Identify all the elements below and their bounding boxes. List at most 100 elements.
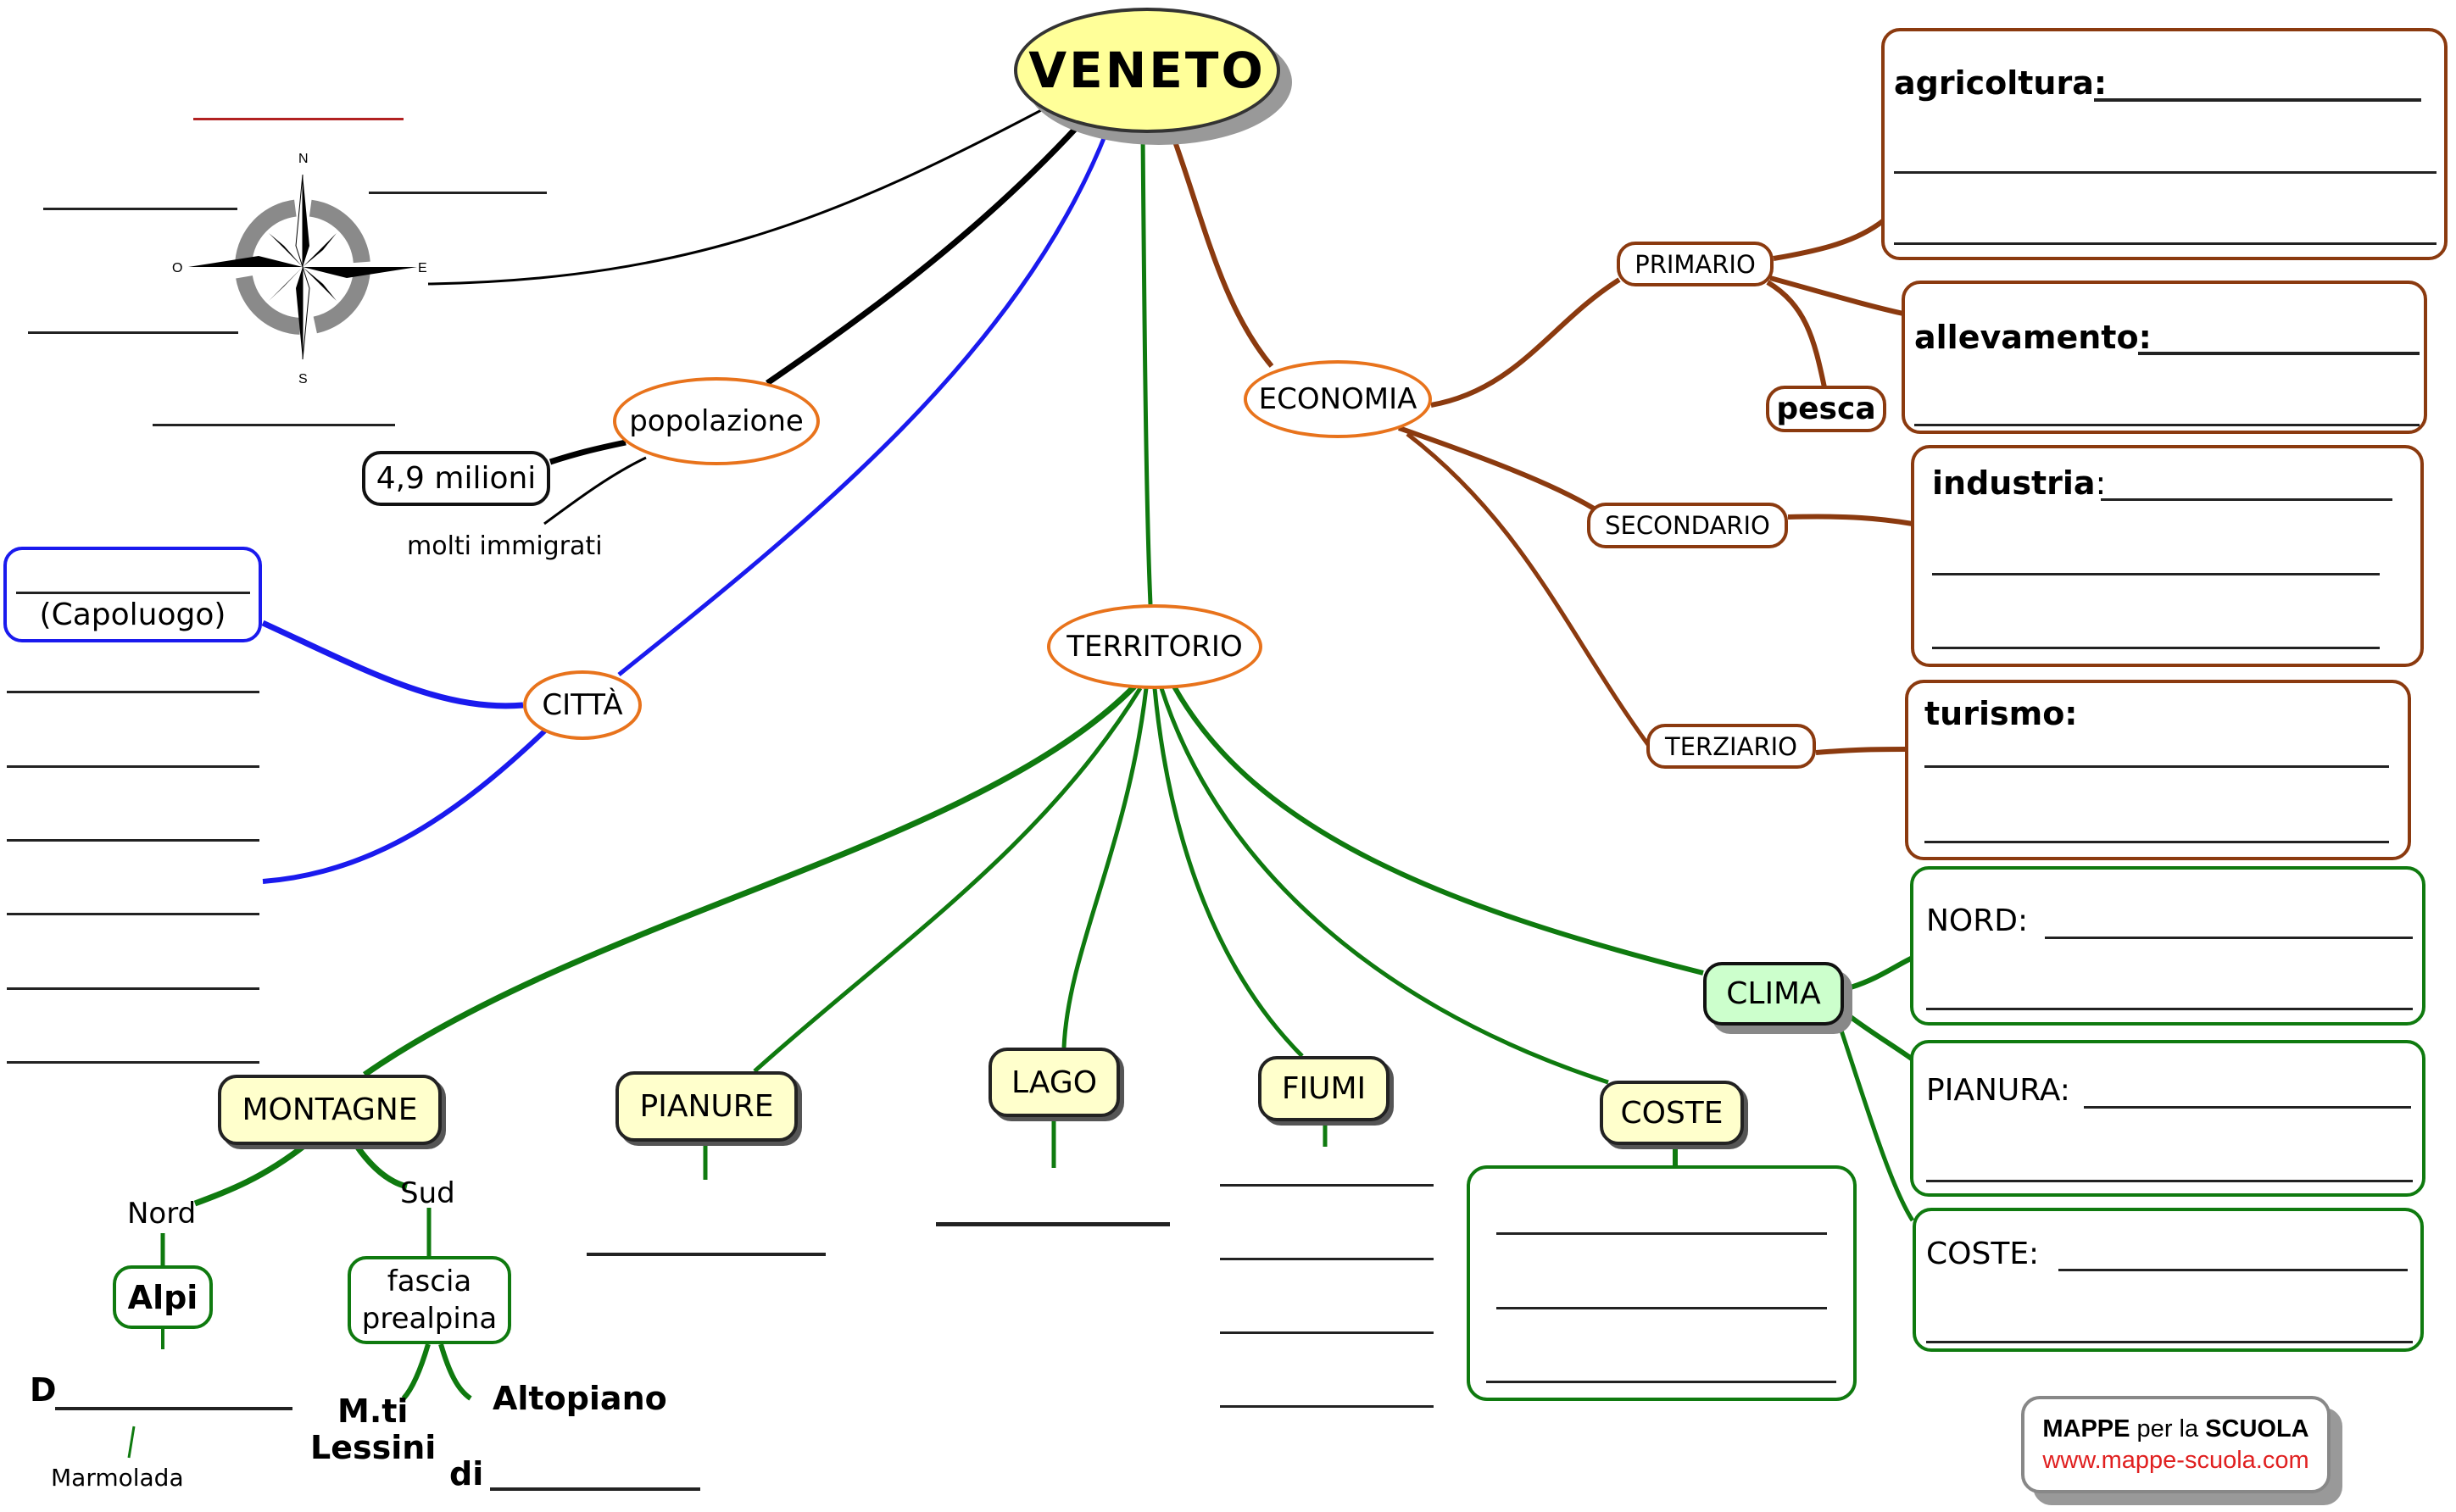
- node-pesca[interactable]: pesca: [1766, 386, 1886, 432]
- node-montagne[interactable]: MONTAGNE: [218, 1075, 442, 1145]
- blank-allevamento-2[interactable]: [1914, 424, 2420, 426]
- link-clima-pianura: [1849, 1014, 1914, 1062]
- blank-turismo-2[interactable]: [1924, 841, 2389, 843]
- link-d-marmolada: [127, 1426, 136, 1459]
- link-territorio-lago: [1061, 687, 1149, 1048]
- blank-citta-3[interactable]: [7, 839, 259, 842]
- clima-pianura-label: PIANURA:: [1926, 1073, 2070, 1108]
- link-fascia-mti: [401, 1343, 431, 1401]
- blank-fiumi-2[interactable]: [1220, 1258, 1434, 1260]
- turismo-box[interactable]: [1905, 680, 2411, 860]
- link-veneto-territorio: [1140, 133, 1153, 605]
- blank-industria-2[interactable]: [1932, 573, 2380, 575]
- blank-industria-3[interactable]: [1932, 647, 2380, 649]
- brand-name: MAPPE per la SCUOLA: [2042, 1415, 2308, 1443]
- link-territorio-montagne: [363, 684, 1137, 1077]
- node-secondario[interactable]: SECONDARIO: [1587, 503, 1788, 548]
- blank-title-red[interactable]: [193, 118, 404, 120]
- blank-fiumi-1[interactable]: [1220, 1184, 1434, 1187]
- blank-citta-1[interactable]: [7, 691, 259, 693]
- blank-citta-6[interactable]: [7, 1061, 259, 1064]
- clima-pianura-box[interactable]: [1910, 1040, 2425, 1197]
- allevamento-box[interactable]: [1902, 281, 2427, 434]
- blank-allevamento-1[interactable]: [2138, 352, 2420, 355]
- node-terziario[interactable]: TERZIARIO: [1646, 724, 1816, 769]
- brand-url[interactable]: www.mappe-scuola.com: [2042, 1446, 2309, 1474]
- blank-compass-sw[interactable]: [28, 331, 238, 334]
- popolazione-note: molti immigrati: [407, 531, 603, 561]
- compass-west-label: O: [172, 261, 182, 275]
- node-fiumi[interactable]: FIUMI: [1258, 1056, 1390, 1121]
- marmolada-label: Marmolada: [51, 1464, 184, 1492]
- node-clima[interactable]: CLIMA: [1703, 962, 1844, 1026]
- blank-pianure[interactable]: [587, 1253, 826, 1256]
- link-economia-terziario: [1406, 432, 1651, 748]
- fascia-line2: prealpina: [361, 1302, 498, 1336]
- blank-coste-3[interactable]: [1486, 1381, 1836, 1383]
- clima-nord-box[interactable]: [1910, 866, 2425, 1026]
- blank-clima-nord-2[interactable]: [1926, 1008, 2413, 1010]
- link-primario-allevamento: [1769, 275, 1904, 316]
- node-lago[interactable]: LAGO: [989, 1048, 1120, 1117]
- blank-clima-pianura-2[interactable]: [1926, 1180, 2413, 1182]
- blank-clima-pianura-1[interactable]: [2084, 1106, 2411, 1109]
- blank-citta-5[interactable]: [7, 987, 259, 990]
- blank-citta-2[interactable]: [7, 765, 259, 768]
- node-capoluogo[interactable]: (Capoluogo): [3, 547, 262, 642]
- central-node-veneto[interactable]: VENETO: [1014, 8, 1280, 133]
- blank-compass-s[interactable]: [153, 424, 395, 426]
- node-citta[interactable]: CITTÀ: [523, 670, 642, 740]
- agricoltura-label: agricoltura:: [1894, 64, 2108, 102]
- blank-fiumi-3[interactable]: [1220, 1331, 1434, 1334]
- blank-industria-1[interactable]: [2101, 498, 2392, 501]
- brand-logo[interactable]: MAPPE per la SCUOLA www.mappe-scuola.com: [2021, 1396, 2331, 1493]
- blank-clima-nord-1[interactable]: [2045, 937, 2413, 939]
- node-economia[interactable]: ECONOMIA: [1244, 360, 1432, 438]
- clima-nord-label: NORD:: [1926, 903, 2029, 938]
- blank-coste-1[interactable]: [1496, 1232, 1827, 1235]
- node-lago-label: LAGO: [1011, 1065, 1098, 1100]
- blank-agricoltura-1[interactable]: [2094, 98, 2421, 102]
- node-pianure-label: PIANURE: [639, 1089, 774, 1124]
- blank-d-mountain[interactable]: [55, 1407, 292, 1410]
- blank-fiumi-4[interactable]: [1220, 1405, 1434, 1408]
- node-alpi[interactable]: Alpi: [113, 1265, 213, 1329]
- link-economia-primario: [1430, 277, 1621, 408]
- blank-altopiano[interactable]: [490, 1487, 700, 1491]
- node-pianure[interactable]: PIANURE: [615, 1071, 798, 1142]
- coste-answer-box[interactable]: [1467, 1165, 1857, 1401]
- node-primario[interactable]: PRIMARIO: [1617, 242, 1774, 286]
- d-prefix: D: [30, 1371, 57, 1409]
- link-veneto-popolazione: [766, 123, 1081, 386]
- blank-compass-nw[interactable]: [43, 208, 237, 210]
- altopiano-label: Altopiano: [493, 1380, 667, 1417]
- node-popolazione-count[interactable]: 4,9 milioni: [362, 451, 550, 506]
- blank-capoluogo[interactable]: [15, 591, 250, 594]
- industria-colon: :: [2095, 464, 2107, 502]
- montagne-sud-label: Sud: [400, 1176, 455, 1210]
- fascia-line1: fascia: [387, 1265, 472, 1298]
- node-territorio[interactable]: TERRITORIO: [1047, 604, 1262, 689]
- industria-label: industria:: [1932, 464, 2106, 502]
- node-popolazione[interactable]: popolazione: [613, 377, 820, 465]
- link-veneto-citta: [617, 131, 1109, 676]
- blank-compass-ne[interactable]: [369, 192, 547, 194]
- node-coste[interactable]: COSTE: [1600, 1081, 1744, 1145]
- agricoltura-box[interactable]: [1881, 28, 2448, 260]
- blank-citta-4[interactable]: [7, 913, 259, 915]
- blank-lago[interactable]: [936, 1222, 1170, 1226]
- node-clima-label: CLIMA: [1726, 976, 1821, 1011]
- link-montagne-nord: [193, 1142, 308, 1207]
- blank-clima-coste-2[interactable]: [1926, 1341, 2413, 1343]
- blank-turismo-1[interactable]: [1924, 765, 2389, 768]
- node-fascia-prealpina[interactable]: fascia prealpina: [348, 1256, 511, 1344]
- clima-coste-label: COSTE:: [1926, 1237, 2040, 1271]
- clima-coste-box[interactable]: [1913, 1208, 2424, 1352]
- blank-agricoltura-2[interactable]: [1894, 171, 2437, 174]
- blank-clima-coste-1[interactable]: [2058, 1269, 2408, 1271]
- industria-box[interactable]: [1911, 445, 2424, 667]
- blank-agricoltura-3[interactable]: [1894, 242, 2437, 245]
- link-citta-capoluogo: [261, 620, 524, 709]
- blank-coste-2[interactable]: [1496, 1307, 1827, 1309]
